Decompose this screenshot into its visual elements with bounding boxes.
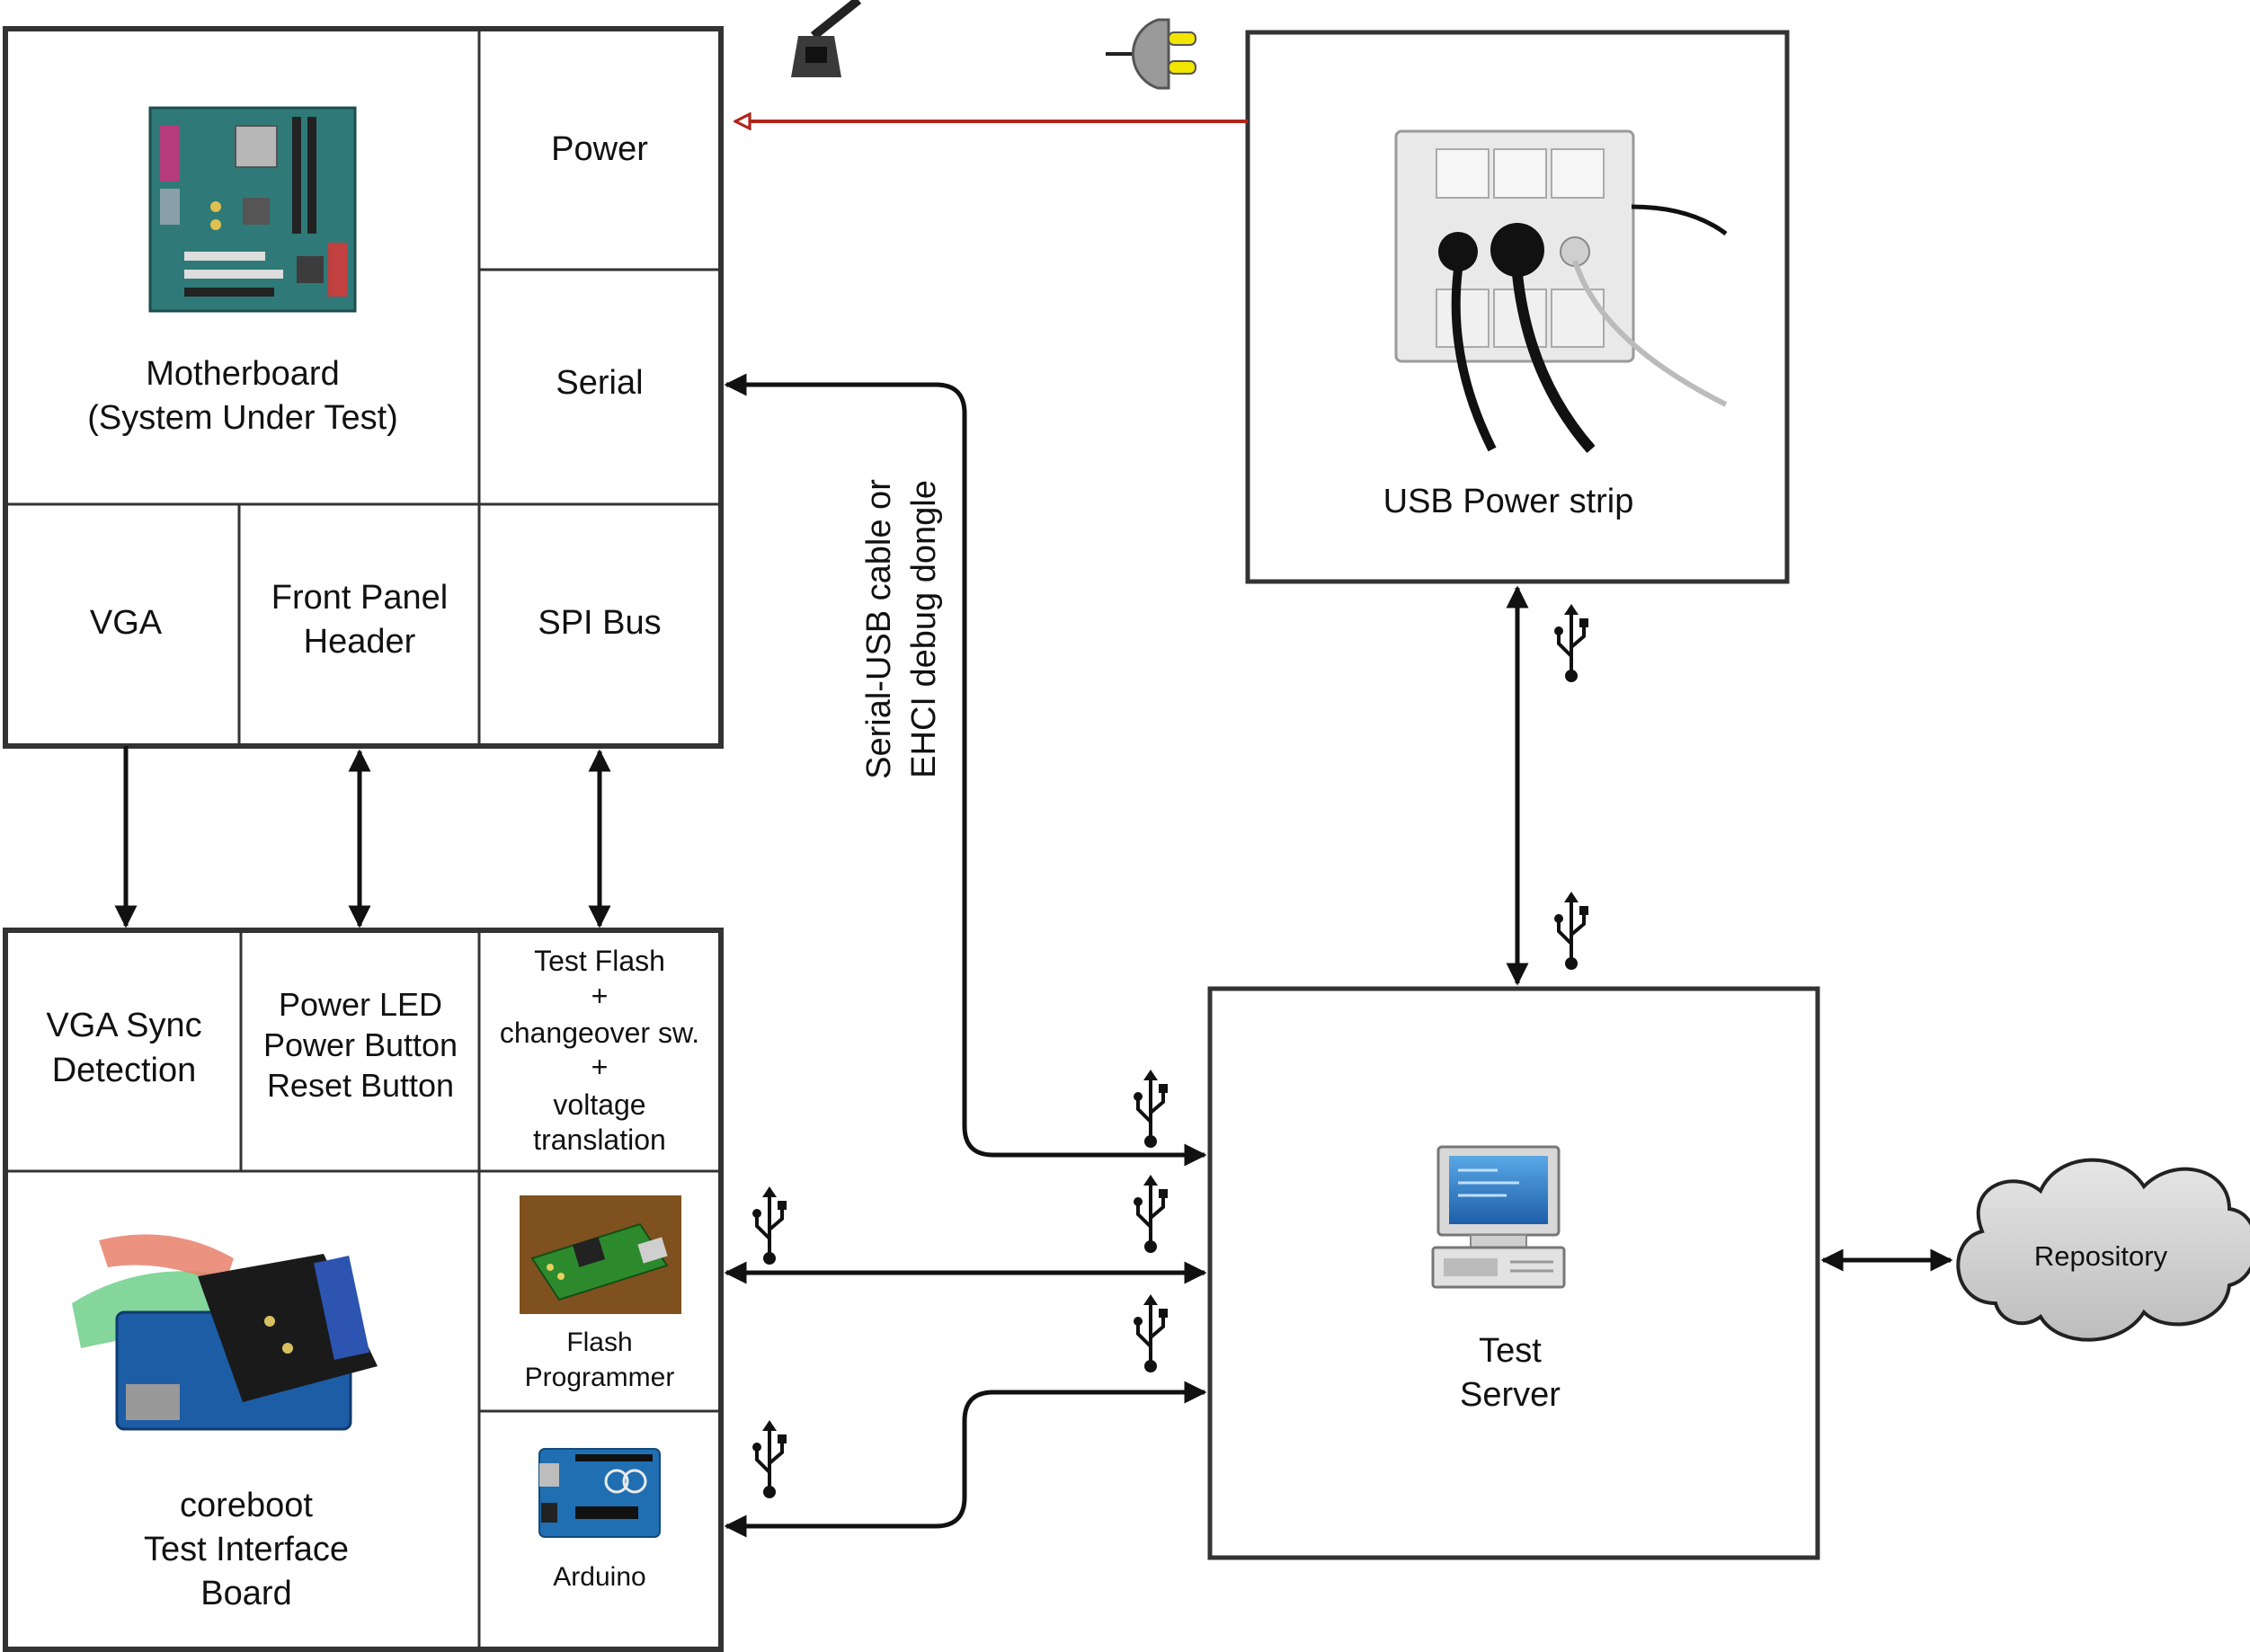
usb-icon [1553, 890, 1589, 971]
power-cell-label: Power [551, 130, 648, 168]
test-flash-line2: changeover sw. [500, 1017, 699, 1049]
power-strip-photo [1394, 129, 1728, 453]
test-flash-line4: translation [533, 1124, 666, 1156]
usb-power-strip-label: USB Power strip [1383, 483, 1634, 520]
flash-programmer-photo [520, 1195, 681, 1314]
front-panel-label-line1: Front Panel [271, 579, 448, 617]
test-server-label-line2: Server [1460, 1376, 1561, 1414]
vga-sync-label-line1: VGA Sync [46, 1007, 201, 1044]
test-server-label-line1: Test [1479, 1332, 1542, 1370]
test-flash-plus1: + [591, 980, 609, 1012]
usb-icon [1133, 1292, 1169, 1373]
serial-cable-label-line2: EHCI debug dongle [905, 480, 943, 778]
computer-icon [1431, 1145, 1566, 1289]
tib-title-line2: Test Interface [144, 1531, 349, 1568]
test-flash-plus2: + [591, 1051, 609, 1083]
motherboard-title-line2: (System Under Test) [87, 399, 398, 437]
repository-label: Repository [2034, 1240, 2168, 1272]
power-plug-icon [1106, 18, 1196, 90]
vga-sync-label-line2: Detection [52, 1052, 197, 1089]
arduino-label: Arduino [553, 1562, 645, 1592]
usb-icon [751, 1185, 787, 1266]
power-led-label: Power LED [279, 986, 442, 1023]
arduino-photo [538, 1448, 661, 1538]
serial-cell-label: Serial [556, 364, 643, 402]
serial-cable-label-line1: Serial-USB cable or [860, 479, 898, 779]
flash-programmer-label-line1: Flash [566, 1328, 632, 1357]
usb-icon [1133, 1068, 1169, 1149]
arduino-server-arrow [724, 1381, 1207, 1538]
vga-cell-label: VGA [90, 604, 163, 642]
front-panel-label-line2: Header [304, 623, 416, 661]
repository-cloud [1956, 1158, 2250, 1342]
spi-bus-label: SPI Bus [538, 604, 661, 642]
test-flash-line1: Test Flash [534, 945, 665, 977]
power-cord-icon [791, 0, 862, 77]
flash-programmer-label-line2: Programmer [525, 1363, 675, 1392]
motherboard-title-line1: Motherboard [146, 355, 339, 393]
tib-title-line1: coreboot [180, 1487, 313, 1524]
test-flash-line3: voltage [553, 1088, 645, 1121]
usb-icon [1133, 1173, 1169, 1254]
serial-cable-arrow [724, 373, 1207, 1167]
motherboard-box [3, 26, 724, 749]
power-button-label: Power Button [263, 1026, 458, 1063]
test-interface-board-photo [72, 1234, 378, 1431]
usb-icon [751, 1418, 787, 1499]
motherboard-photo [148, 106, 357, 313]
tib-title-line3: Board [200, 1575, 291, 1612]
usb-icon [1553, 602, 1589, 683]
reset-button-label: Reset Button [267, 1067, 454, 1104]
